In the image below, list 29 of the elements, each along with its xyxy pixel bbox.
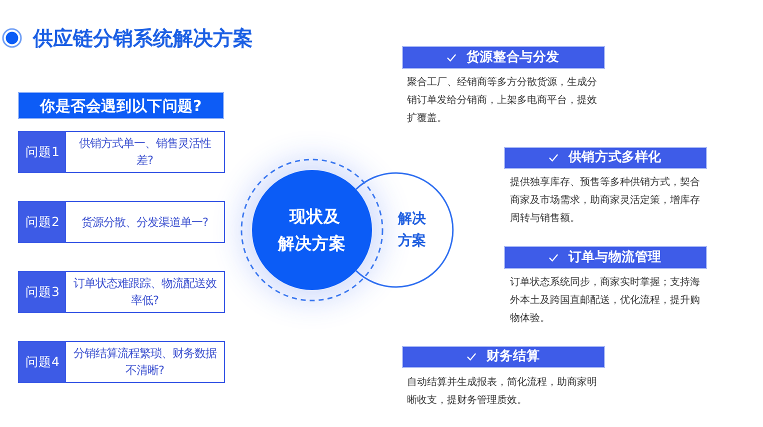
- problem-number: 问题1: [19, 132, 66, 172]
- solution-heading-bar: [504, 246, 707, 269]
- solution-heading-bar: [504, 147, 707, 169]
- problem-number: 问题4: [19, 342, 66, 382]
- solution-description: 自动结算并生成报表，简化流程，助商家明晰收支，提财务管理质效。: [407, 376, 598, 408]
- problem-number: 问题3: [19, 272, 66, 312]
- problem-row: [18, 201, 225, 243]
- solution-description: 聚合工厂、经销商等多方分散货源，生成分销订单发给分销商，上架多电商平台，提效扩覆盖。: [407, 76, 598, 126]
- problem-text: 供销方式单一、销售灵活性差?: [78, 136, 212, 169]
- solution-heading: 供销方式多样化: [568, 150, 662, 166]
- problem-text: 货源分散、分发渠道单一?: [82, 214, 208, 230]
- page-title: 供应链分销系统解决方案: [33, 26, 253, 50]
- problem-text: 分销结算流程繁琐、财务数据不清晰?: [72, 346, 218, 379]
- circle-text: 现状及解决方案: [277, 206, 347, 255]
- solution-heading: 订单与物流管理: [568, 250, 662, 266]
- solution-heading: 货源整合与分发: [466, 50, 560, 66]
- solution-heading-bar: [402, 46, 605, 69]
- problem-number: 问题2: [19, 202, 66, 242]
- problem-row: [18, 341, 225, 383]
- problem-row: [18, 271, 225, 313]
- solution-heading-bar: [402, 346, 605, 368]
- solution-description: 提供独享库存、预售等多种供销方式，契合商家及市场需求，助商家灵活定策，增库存周转与销售额。: [510, 176, 701, 226]
- banner-text: 你是否会遇到以下问题?: [40, 96, 202, 114]
- question-banner: [18, 92, 224, 119]
- problem-text: 订单状态难跟踪、物流配送效率低?: [72, 276, 218, 309]
- solution-heading: 财务结算: [486, 349, 540, 365]
- circle-text: 解决方案: [398, 210, 426, 251]
- solution-description: 订单状态系统同步，商家实时掌握；支持海外本土及跨国直邮配送，优化流程，提升购物体验。: [510, 276, 701, 326]
- problem-row: [18, 131, 225, 173]
